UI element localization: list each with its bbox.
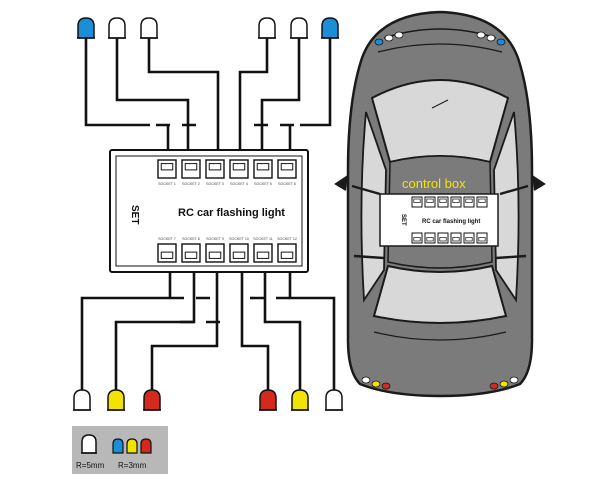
socket-connector bbox=[229, 159, 249, 179]
socket-label: SOCKET 7 bbox=[158, 237, 176, 241]
socket-connector bbox=[181, 243, 201, 263]
socket-connector bbox=[205, 243, 225, 263]
legend-led-3mm-red bbox=[140, 438, 152, 454]
socket-label: SOCKET 1 bbox=[158, 182, 176, 186]
led-bottom-1 bbox=[73, 389, 91, 411]
socket-label: SOCKET 10 bbox=[229, 237, 249, 241]
socket-connector bbox=[437, 232, 449, 244]
mini-board-title: RC car flashing light bbox=[422, 219, 480, 225]
socket-connector bbox=[411, 196, 423, 208]
led-top-5 bbox=[290, 17, 308, 39]
mini-top-socket-row bbox=[411, 196, 488, 208]
mini-control-board: RC car flashing light SET bbox=[379, 193, 499, 247]
socket-label: SOCKET 9 bbox=[206, 237, 224, 241]
socket-connector bbox=[463, 232, 475, 244]
legend-label-3mm: R=3mm bbox=[118, 461, 147, 470]
socket-connector bbox=[437, 196, 449, 208]
socket-label: SOCKET 12 bbox=[277, 237, 297, 241]
socket-label: SOCKET 2 bbox=[182, 182, 200, 186]
legend-led-5mm bbox=[81, 434, 97, 454]
socket-connector bbox=[277, 159, 297, 179]
socket-label: SOCKET 8 bbox=[182, 237, 200, 241]
led-size-legend: R=5mm R=3mm bbox=[72, 426, 168, 474]
socket-connector bbox=[450, 196, 462, 208]
socket-connector bbox=[205, 159, 225, 179]
top-wires bbox=[84, 38, 332, 160]
socket-connector bbox=[424, 232, 436, 244]
car-side-window-left bbox=[360, 111, 387, 303]
board-title: RC car flashing light bbox=[178, 207, 285, 219]
top-socket-row: SOCKET 1 SOCKET 2 SOCKET 3 SOCKET 4 SOCKET 5… bbox=[157, 159, 297, 186]
bottom-led-row bbox=[73, 389, 343, 411]
socket-label: SOCKET 5 bbox=[254, 182, 272, 186]
top-led-row bbox=[77, 17, 339, 39]
car-rear-window bbox=[372, 264, 508, 324]
socket-label: SOCKET 3 bbox=[206, 182, 224, 186]
led-bottom-2 bbox=[107, 389, 125, 411]
legend-led-3mm-blue bbox=[112, 438, 124, 454]
led-top-1 bbox=[77, 17, 95, 39]
socket-connector bbox=[450, 232, 462, 244]
socket-label: SOCKET 4 bbox=[230, 182, 248, 186]
legend-led-3mm-yellow bbox=[126, 438, 138, 454]
car-top-view: control box RC car flashing light SET bbox=[334, 10, 546, 398]
car-side-window-right bbox=[493, 111, 520, 303]
socket-connector bbox=[463, 196, 475, 208]
car-taillight-left bbox=[361, 376, 391, 390]
set-label: SET bbox=[129, 205, 140, 224]
socket-connector bbox=[424, 196, 436, 208]
mini-set-label: SET bbox=[400, 214, 406, 226]
led-bottom-5 bbox=[291, 389, 309, 411]
bottom-socket-row: SOCKET 7 SOCKET 8 SOCKET 9 SOCKET 10 SOCKET … bbox=[157, 237, 297, 263]
car-headlight-left bbox=[374, 31, 404, 46]
socket-connector bbox=[181, 159, 201, 179]
socket-connector bbox=[476, 232, 488, 244]
socket-connector bbox=[229, 243, 249, 263]
control-box-label: control box bbox=[402, 176, 466, 191]
socket-connector bbox=[253, 243, 273, 263]
car-taillight-right bbox=[489, 376, 519, 390]
led-bottom-6 bbox=[325, 389, 343, 411]
socket-connector bbox=[157, 159, 177, 179]
led-bottom-4 bbox=[259, 389, 277, 411]
led-bottom-3 bbox=[143, 389, 161, 411]
socket-connector bbox=[277, 243, 297, 263]
car-headlight-right bbox=[476, 31, 506, 46]
led-top-3 bbox=[140, 17, 158, 39]
led-top-4 bbox=[258, 17, 276, 39]
legend-label-5mm: R=5mm bbox=[76, 461, 105, 470]
control-board: SOCKET 1 SOCKET 2 SOCKET 3 SOCKET 4 SOCKET 5… bbox=[109, 149, 309, 273]
led-top-6 bbox=[321, 17, 339, 39]
car-windshield bbox=[370, 79, 510, 164]
mini-bottom-socket-row bbox=[411, 232, 488, 244]
socket-label: SOCKET 6 bbox=[278, 182, 296, 186]
socket-connector bbox=[157, 243, 177, 263]
led-top-2 bbox=[108, 17, 126, 39]
socket-connector bbox=[476, 196, 488, 208]
socket-connector bbox=[411, 232, 423, 244]
socket-connector bbox=[253, 159, 273, 179]
bottom-wires bbox=[80, 262, 336, 392]
socket-label: SOCKET 11 bbox=[253, 237, 272, 241]
